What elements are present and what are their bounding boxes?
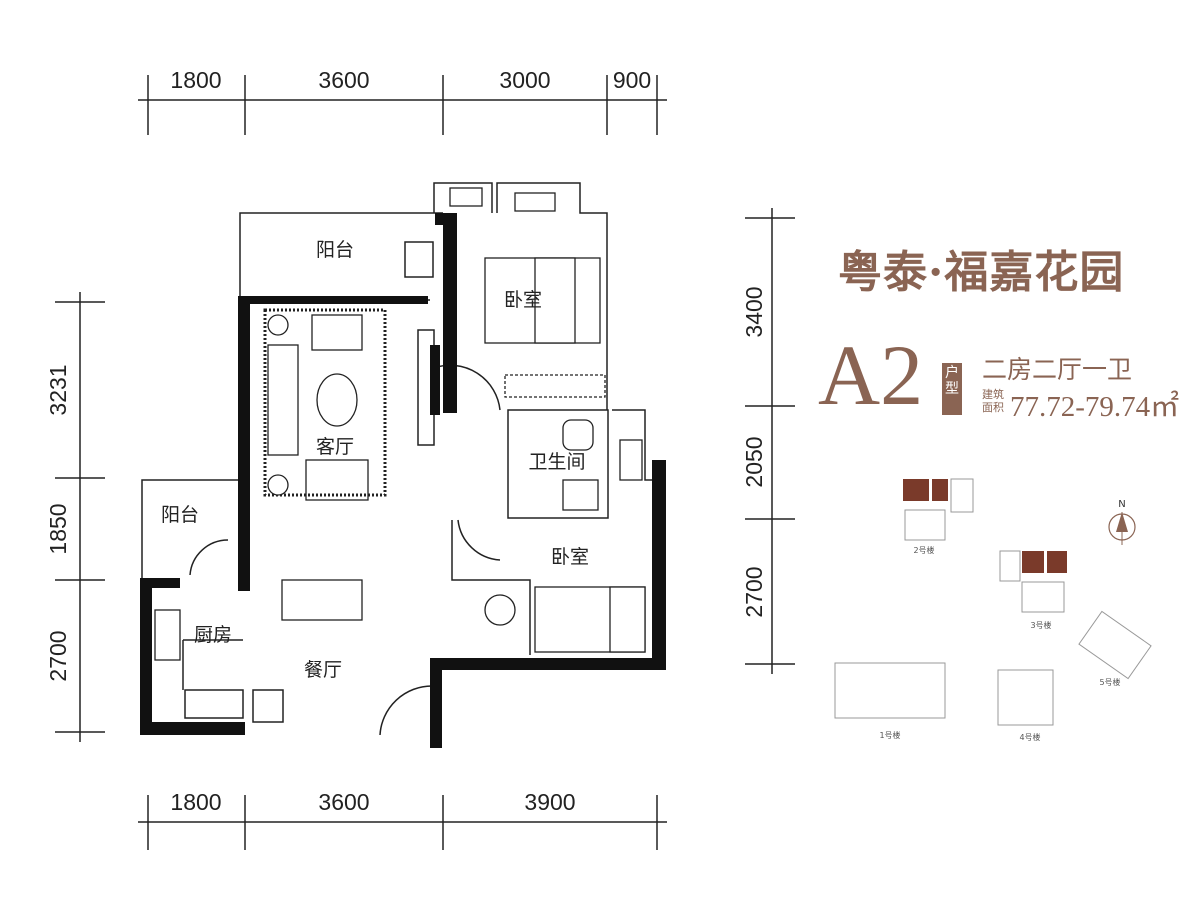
building-4-label: 4号楼 — [1019, 732, 1040, 742]
building-1-label: 1号楼 — [879, 730, 900, 740]
thick-walls — [140, 213, 666, 748]
unit-area: 77.72-79.74㎡ — [1010, 391, 1180, 423]
dim-top-4: 900 — [613, 67, 651, 93]
sofa — [267, 344, 299, 456]
furniture — [154, 187, 646, 661]
building-5-label: 5号楼 — [1099, 677, 1120, 687]
dim-bottom-2: 3600 — [318, 789, 369, 815]
building-3-label: 3号楼 — [1030, 620, 1051, 630]
dim-top-2: 3600 — [318, 67, 369, 93]
dim-bottom-1: 1800 — [170, 789, 221, 815]
room-second-bedroom: 卧室 — [551, 546, 589, 568]
dining-table — [281, 579, 363, 621]
svg-text:N: N — [1118, 499, 1125, 510]
room-master-bedroom: 卧室 — [504, 289, 542, 311]
dim-left-2: 1850 — [45, 503, 71, 554]
room-bathroom: 卫生间 — [528, 451, 585, 473]
chair — [484, 594, 516, 626]
basin — [562, 479, 599, 511]
wardrobe — [504, 374, 606, 398]
dim-top-3: 3000 — [499, 67, 550, 93]
dim-right-2: 2050 — [741, 436, 767, 487]
room-balcony-top: 阳台 — [316, 239, 354, 261]
north-compass-icon: N — [1108, 499, 1136, 545]
unit-layout: 二房二厅一卫 — [982, 355, 1133, 384]
unit-type-badge: 户型 — [942, 363, 962, 415]
dim-right-3: 2700 — [741, 566, 767, 617]
room-dining: 餐厅 — [304, 659, 342, 681]
toilet — [562, 419, 594, 451]
dimension-lines — [55, 75, 795, 850]
room-balcony-left: 阳台 — [161, 504, 199, 526]
dim-bottom-3: 3900 — [524, 789, 575, 815]
building-2-label: 2号楼 — [913, 545, 934, 555]
site-plan: 2号楼 3号楼 5号楼 1号楼 4号楼 N — [834, 478, 1152, 742]
unit-code: A2 — [818, 327, 924, 423]
area-label: 建筑面积 — [982, 388, 1004, 414]
coffee-table — [316, 373, 358, 427]
room-living: 客厅 — [316, 436, 354, 458]
dim-right-1: 3400 — [741, 286, 767, 337]
room-kitchen: 厨房 — [194, 624, 232, 646]
sink — [154, 609, 181, 661]
armchair — [305, 459, 369, 501]
dim-top-1: 1800 — [170, 67, 221, 93]
project-title: 粤泰·福嘉花园 — [838, 247, 1125, 298]
dim-left-3: 2700 — [45, 630, 71, 681]
dim-left-1: 3231 — [45, 364, 71, 415]
